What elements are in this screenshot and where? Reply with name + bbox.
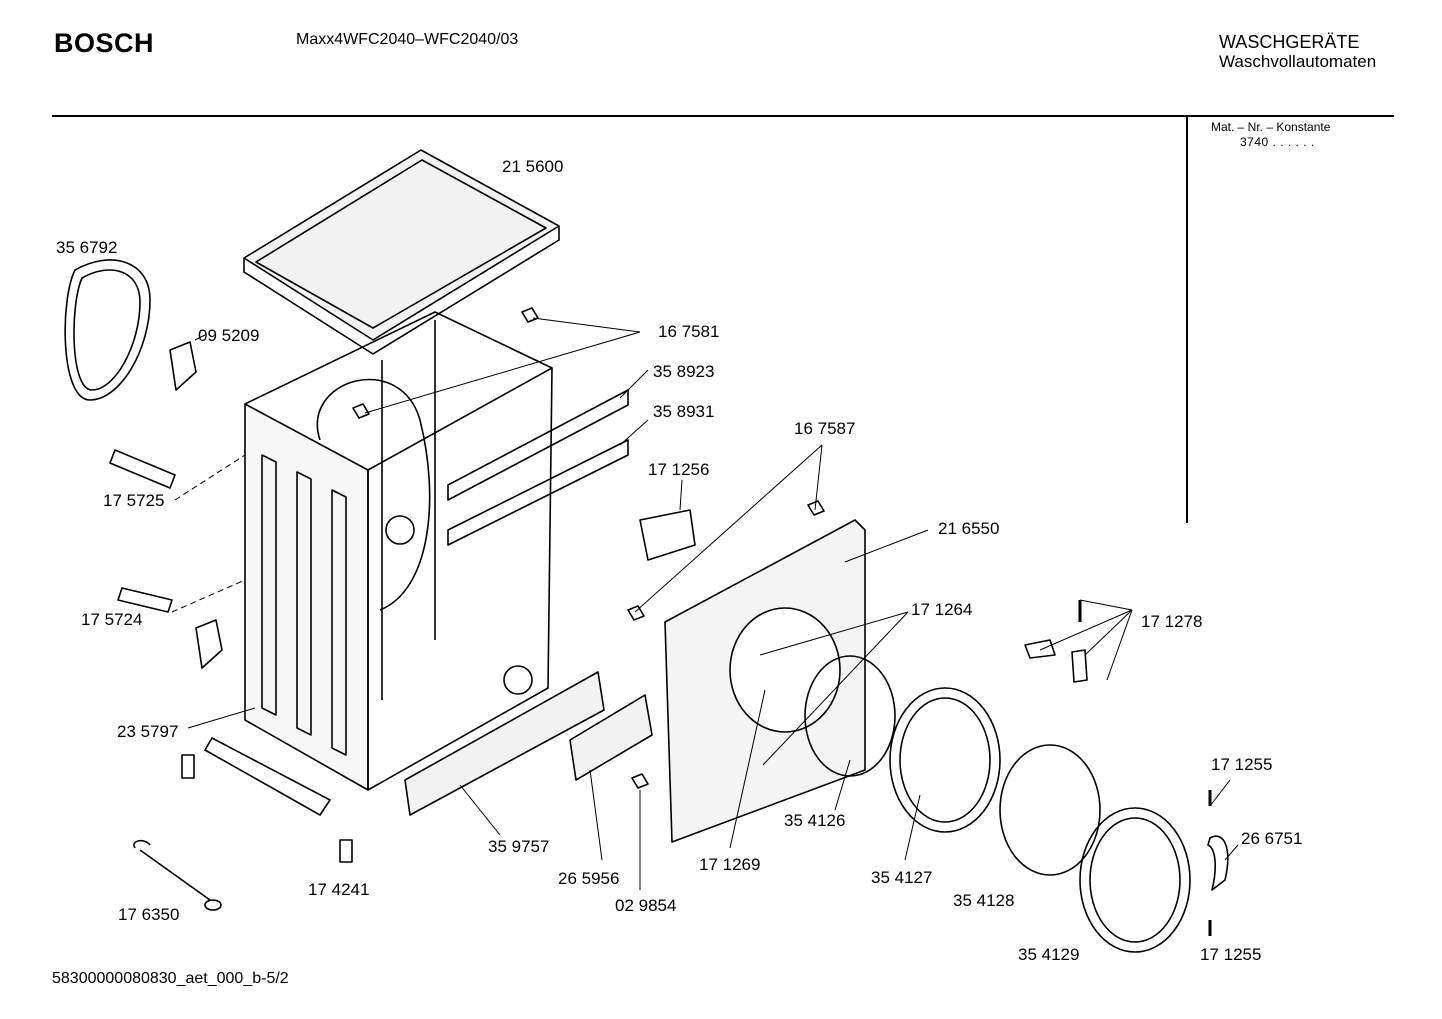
part-label: 35 4126 bbox=[784, 811, 845, 830]
brand-logo: BOSCH bbox=[54, 28, 155, 58]
part-label: 17 1278 bbox=[1141, 612, 1202, 631]
part-label: 17 4241 bbox=[308, 880, 369, 899]
door-ring-part bbox=[889, 687, 1001, 833]
side-divider bbox=[1186, 117, 1188, 523]
hinge-part bbox=[1024, 639, 1088, 683]
part-label: 35 8923 bbox=[653, 362, 714, 381]
part-label: 35 6792 bbox=[56, 238, 117, 257]
part-label: 35 4128 bbox=[953, 891, 1014, 910]
model-number: Maxx4WFC2040–WFC2040/03 bbox=[296, 31, 519, 48]
top-cover-part bbox=[243, 149, 560, 355]
part-label: 17 1256 bbox=[648, 460, 709, 479]
part-label: 17 6350 bbox=[118, 905, 179, 924]
mat-nr-value: 3740 . . . . . . bbox=[1240, 135, 1315, 149]
control-panel-part bbox=[404, 671, 605, 816]
part-label: 17 5725 bbox=[103, 491, 164, 510]
part-labels: 21 5600 35 6792 09 5209 16 7581 35 8923 … bbox=[56, 157, 1302, 964]
shock-absorber-part bbox=[109, 449, 176, 489]
category-title: WASCHGERÄTE bbox=[1219, 32, 1360, 52]
fastener-part bbox=[352, 307, 825, 789]
dispenser-cover-part bbox=[569, 694, 653, 781]
part-label: 23 5797 bbox=[117, 722, 178, 741]
header-divider bbox=[52, 115, 1394, 117]
rail-upper-part bbox=[447, 389, 629, 501]
cabinet-body-part bbox=[244, 311, 553, 791]
part-label: 21 5600 bbox=[502, 157, 563, 176]
leader-lines bbox=[171, 317, 1239, 890]
gasket-part bbox=[64, 259, 151, 401]
part-label: 26 6751 bbox=[1241, 829, 1302, 848]
part-label: 35 4127 bbox=[871, 868, 932, 887]
mat-nr-label: Mat. – Nr. – Konstante bbox=[1211, 120, 1331, 134]
rail-lower-part bbox=[447, 439, 629, 546]
door-seal-part bbox=[804, 655, 896, 777]
category-subtitle: Waschvollautomaten bbox=[1219, 52, 1377, 71]
door-lock-part bbox=[639, 509, 696, 561]
part-label: 17 1269 bbox=[699, 855, 760, 874]
part-label: 16 7581 bbox=[658, 322, 719, 341]
door-handle-part bbox=[1207, 835, 1229, 891]
document-id: 58300000080830_aet_000_b-5/2 bbox=[52, 970, 289, 987]
part-label: 17 1255 bbox=[1200, 945, 1261, 964]
part-label: 16 7587 bbox=[794, 419, 855, 438]
wrench-part bbox=[133, 839, 222, 911]
door-glass-part bbox=[999, 744, 1101, 876]
base-bracket-part bbox=[204, 737, 331, 816]
part-label: 17 1255 bbox=[1211, 755, 1272, 774]
part-label: 17 1264 bbox=[911, 600, 972, 619]
clip-part bbox=[169, 341, 197, 391]
foot-part bbox=[181, 754, 195, 779]
part-label: 21 6550 bbox=[938, 519, 999, 538]
part-label: 17 5724 bbox=[81, 610, 142, 629]
part-label: 26 5956 bbox=[558, 869, 619, 888]
door-outer-ring-part bbox=[1079, 807, 1191, 953]
part-label: 35 4129 bbox=[1018, 945, 1079, 964]
part-label: 35 8931 bbox=[653, 402, 714, 421]
part-label: 02 9854 bbox=[615, 896, 676, 915]
part-label: 35 9757 bbox=[488, 837, 549, 856]
part-label: 09 5209 bbox=[198, 326, 259, 345]
